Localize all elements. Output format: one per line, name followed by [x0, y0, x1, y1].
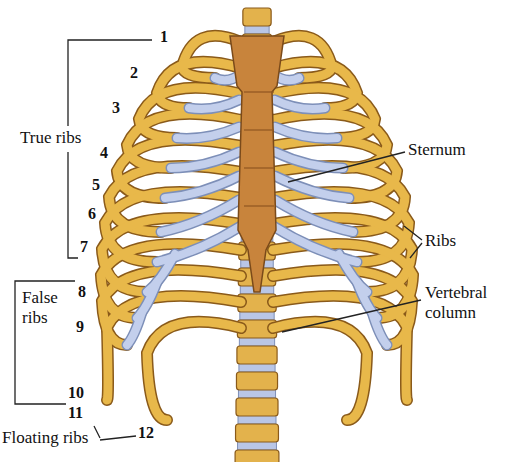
- costal-cartilage: [275, 152, 343, 168]
- costal-cartilage-outline: [161, 200, 239, 232]
- true-ribs-bracket: [68, 152, 78, 258]
- part-label: Sternum: [408, 140, 466, 160]
- costal-cartilage-outline: [177, 127, 239, 138]
- region-label: True ribs: [18, 128, 83, 148]
- costal-cartilage: [161, 200, 239, 232]
- rib-outline: [107, 296, 241, 400]
- leader-line: [94, 426, 100, 438]
- costal-cartilage-outline: [275, 127, 337, 138]
- costal-cartilage: [275, 176, 349, 198]
- sternum-segment-line: [244, 205, 274, 206]
- costal-cartilage: [372, 312, 387, 345]
- rib-outline: [273, 322, 367, 420]
- callout-number: 3: [112, 99, 120, 117]
- costal-cartilage-outline: [171, 152, 239, 168]
- leader-line: [288, 152, 405, 182]
- sternum-segment-line: [244, 167, 274, 168]
- callout-number: 1: [160, 28, 168, 46]
- callout-number: 4: [100, 144, 108, 162]
- costal-cartilage: [275, 200, 353, 232]
- vertebra: [237, 346, 277, 364]
- leader-line: [282, 300, 421, 332]
- rib: [107, 296, 241, 400]
- brackets-and-leaders: [15, 40, 422, 440]
- callout-number: 9: [76, 318, 84, 336]
- costal-cartilage-outline: [275, 152, 343, 168]
- sternum-segment-line: [244, 129, 274, 130]
- costal-cartilage: [189, 100, 239, 109]
- costal-cartilage: [127, 312, 142, 345]
- costal-cartilage-outline: [275, 100, 325, 109]
- leader-line: [404, 226, 422, 240]
- region-label: Floating ribs: [2, 428, 88, 448]
- callout-number: 5: [92, 176, 100, 194]
- callout-number: 11: [68, 404, 83, 422]
- callout-number: 10: [68, 384, 84, 402]
- costal-cartilage: [165, 176, 239, 198]
- costal-cartilage-outline: [165, 176, 239, 198]
- leader-line: [100, 436, 136, 440]
- costal-cartilage-outline: [189, 100, 239, 109]
- sternum: [230, 36, 284, 292]
- rib: [273, 322, 367, 420]
- vertebra: [243, 8, 271, 26]
- callout-number: 8: [78, 283, 86, 301]
- callout-number: 12: [138, 424, 154, 442]
- leader-line: [410, 243, 422, 258]
- vertebra: [236, 372, 277, 390]
- costal-cartilage: [171, 152, 239, 168]
- true-ribs-bracket: [68, 40, 152, 126]
- callout-number: 7: [80, 238, 88, 256]
- vertebra: [236, 424, 279, 442]
- costal-cartilage-outline: [275, 200, 353, 232]
- rib: [147, 322, 241, 420]
- callout-number: 2: [130, 64, 138, 82]
- false-ribs-bracket: [15, 281, 75, 404]
- vertebra: [235, 450, 279, 462]
- costal-cartilage: [275, 100, 325, 109]
- callout-number: 6: [88, 205, 96, 223]
- rib: [273, 296, 407, 400]
- sternum-segment-line: [244, 91, 274, 92]
- bones: [101, 8, 413, 462]
- rib-outline: [273, 296, 407, 400]
- costal-cartilage-outline: [275, 176, 349, 198]
- region-label: False ribs: [22, 288, 72, 327]
- part-label: Ribs: [425, 231, 456, 251]
- rib-outline: [147, 322, 241, 420]
- costal-cartilage: [177, 127, 239, 138]
- vertebra: [236, 398, 278, 416]
- costal-cartilage: [275, 127, 337, 138]
- part-label: Vertebral column: [425, 283, 511, 322]
